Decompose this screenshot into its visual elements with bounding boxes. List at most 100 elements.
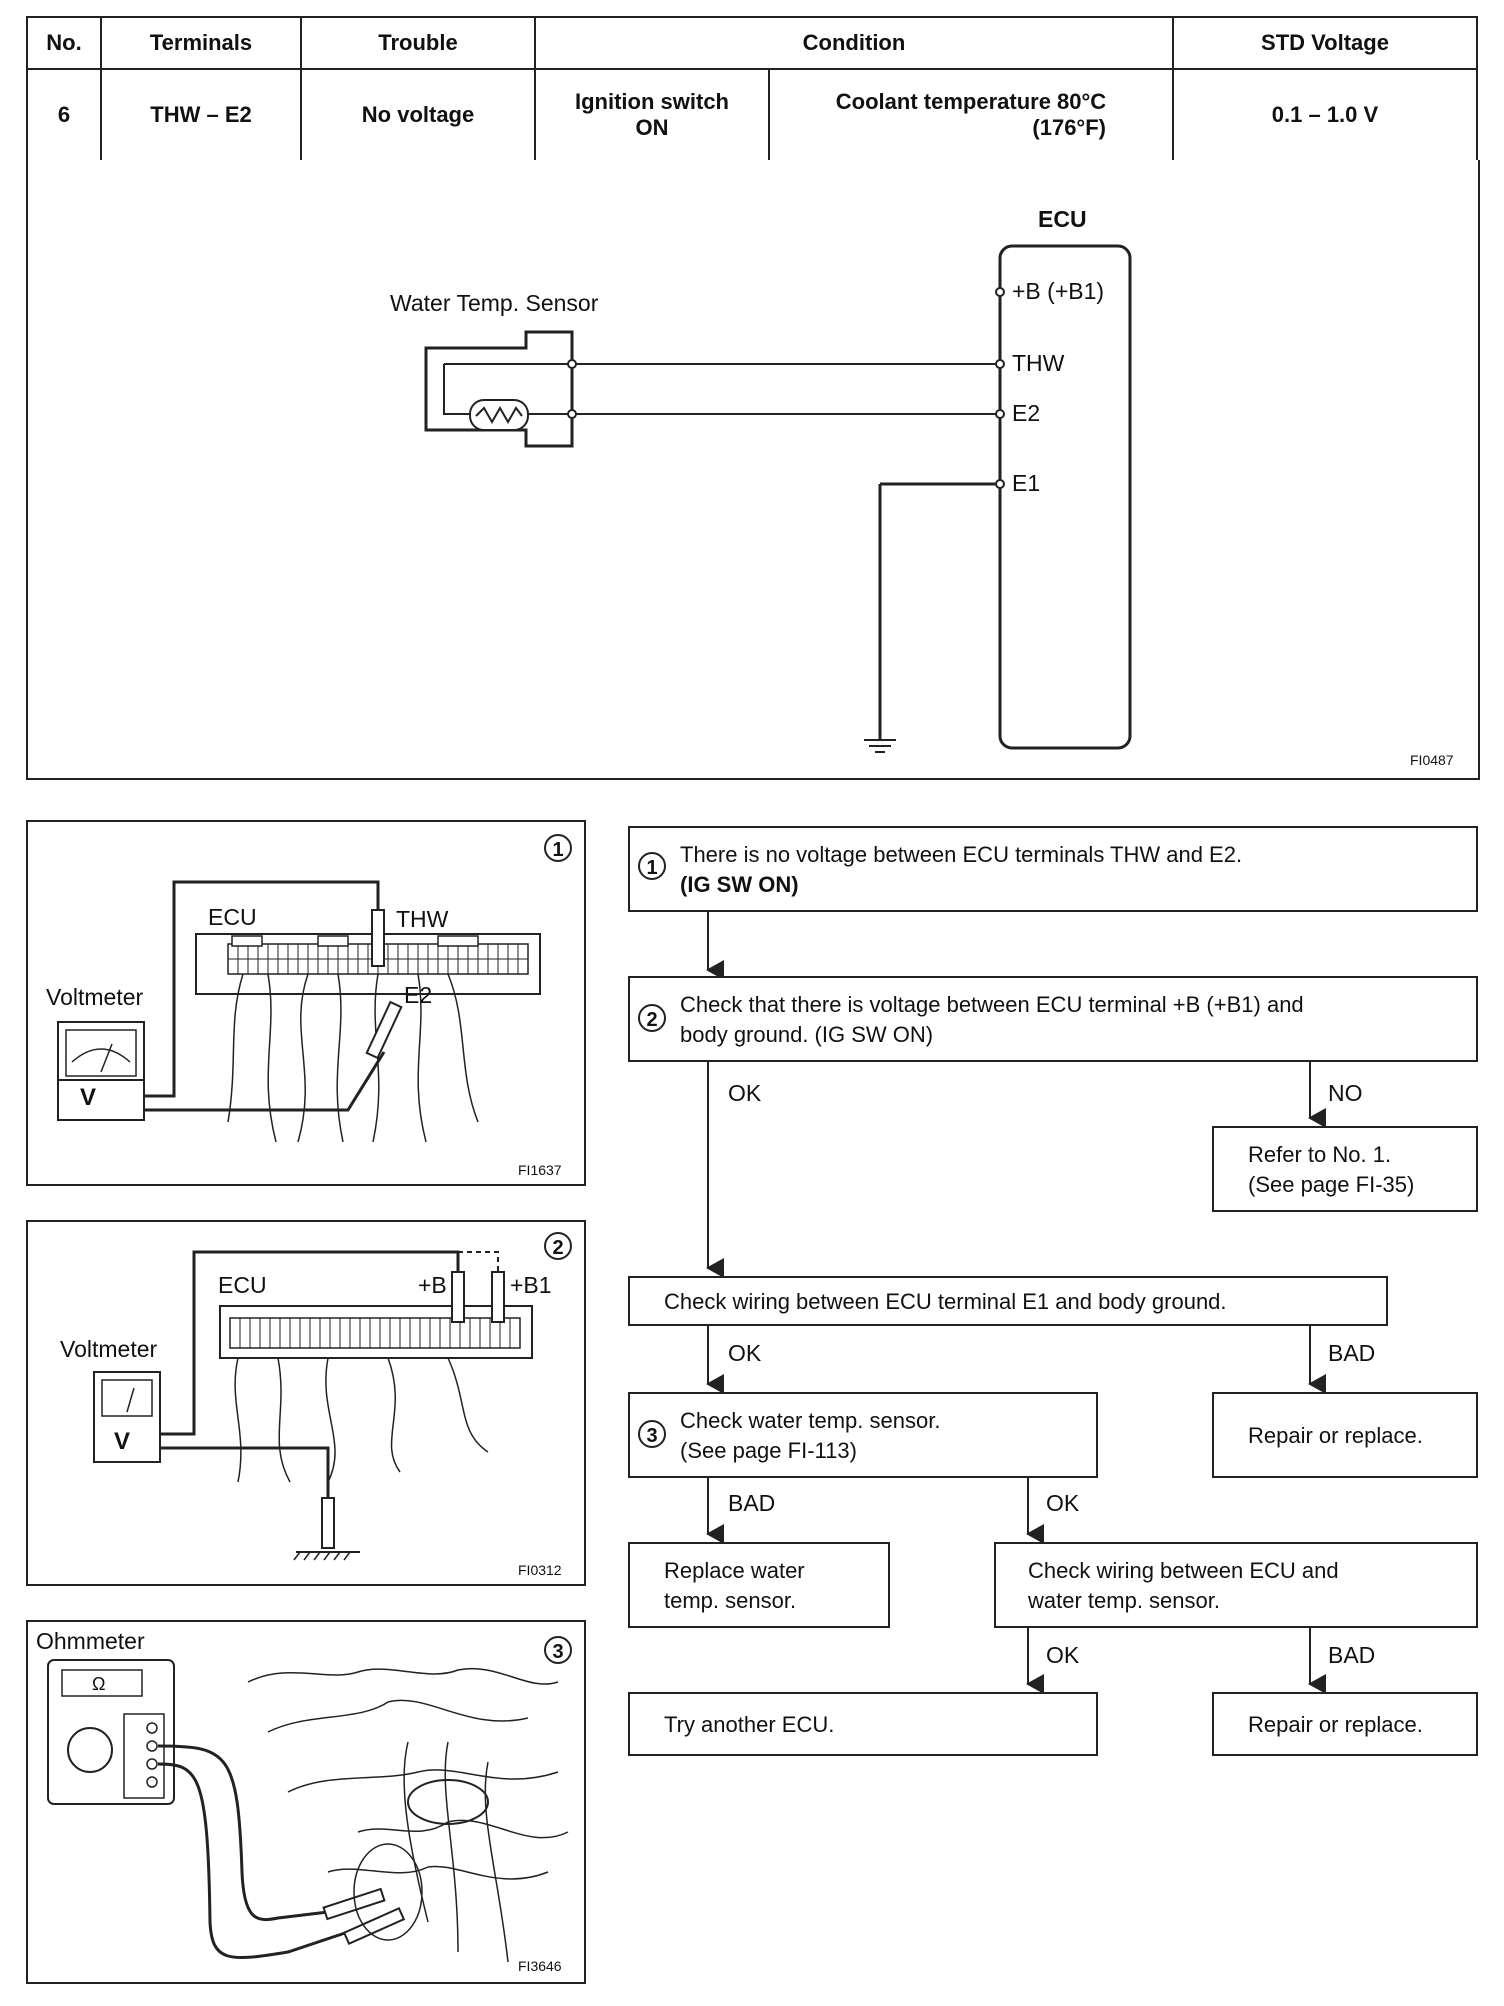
- circuit-diagram: [424, 244, 1132, 753]
- ecu-label: ECU: [1038, 206, 1087, 232]
- sensor-dot-1: [567, 359, 577, 369]
- terminal-dot-b: [995, 287, 1005, 297]
- ohmmeter-body: [47, 1659, 175, 1805]
- row-no: 6: [26, 68, 102, 162]
- engine-sketch: [247, 1667, 569, 1880]
- fig1-thw-label: THW: [396, 906, 449, 932]
- row-trouble: No voltage: [300, 68, 536, 162]
- condition-coolant-line2: (176°F): [1032, 115, 1106, 140]
- replace-sensor-box: Replace water temp. sensor.: [628, 1542, 890, 1628]
- header-condition: Condition: [534, 16, 1174, 70]
- fig2-b1-label: +B1: [510, 1272, 552, 1298]
- circuit-diagram-panel: ECU Water Temp. Sensor +B (+B1) THW E2 E…: [26, 160, 1480, 780]
- figure-1-number-badge: 1: [544, 834, 572, 862]
- ok-label-3: OK: [1046, 1490, 1080, 1516]
- fig2-code: FI0312: [518, 1562, 562, 1578]
- row-std-voltage: 0.1 – 1.0 V: [1172, 68, 1478, 162]
- voltmeter-body: [93, 1371, 161, 1463]
- sensor-dot-2: [567, 409, 577, 419]
- step2-line2: body ground. (IG SW ON): [680, 1022, 934, 1047]
- no-label-1: NO: [1328, 1080, 1363, 1106]
- fig2-b-label: +B: [418, 1272, 447, 1298]
- sensor-body: [424, 330, 574, 448]
- ok-label-2: OK: [728, 1340, 762, 1366]
- step1-box: 1 There is no voltage between ECU termin…: [628, 826, 1478, 912]
- step1-line1: There is no voltage between ECU terminal…: [680, 842, 1243, 867]
- ecu-box: [998, 244, 1132, 750]
- thermistor-zigzag: [475, 405, 523, 425]
- step1-line2: (IG SW ON): [680, 872, 799, 897]
- figure-2-number-badge: 2: [544, 1232, 572, 1260]
- condition-switch-line1: Ignition switch: [575, 89, 729, 114]
- repair-box-1: Repair or replace.: [1212, 1392, 1478, 1478]
- fig2-meter-label: Voltmeter: [60, 1336, 158, 1362]
- fig1-ecu-label: ECU: [208, 904, 257, 930]
- repair-text-2: Repair or replace.: [1248, 1712, 1423, 1737]
- figure-1-illustration: [57, 880, 541, 1143]
- header-std-voltage: STD Voltage: [1172, 16, 1478, 70]
- ohm-symbol: Ω: [92, 1674, 106, 1694]
- step3-number: 3: [638, 1420, 666, 1448]
- terminal-dot-e1: [995, 479, 1005, 489]
- step2-line1: Check that there is voltage between ECU …: [680, 992, 1304, 1017]
- ecu-connector: [195, 933, 541, 995]
- replace-line1: Replace water: [664, 1558, 805, 1583]
- header-terminals: Terminals: [100, 16, 302, 70]
- repair-box-2: Repair or replace.: [1212, 1692, 1478, 1756]
- ok-label-1: OK: [728, 1080, 762, 1106]
- terminal-label-e1: E1: [1012, 470, 1041, 496]
- sensor-label: Water Temp. Sensor: [390, 290, 599, 316]
- bad-label-2: BAD: [728, 1490, 776, 1516]
- probe-ground: [321, 1497, 335, 1549]
- ground-symbol: [864, 739, 896, 753]
- ecu-connector: [219, 1305, 533, 1359]
- replace-line2: temp. sensor.: [664, 1588, 797, 1613]
- check-e1-text: Check wiring between ECU terminal E1 and…: [664, 1289, 1227, 1314]
- sensor-inner: [443, 363, 572, 415]
- figure-1-panel: 1 ECU THW E2 Voltmeter V FI1637: [26, 820, 586, 1186]
- probe-e2: [365, 1000, 403, 1060]
- probe-b-lead: [160, 1250, 460, 1436]
- terminal-dot-e2: [995, 409, 1005, 419]
- fig1-code: FI1637: [518, 1162, 562, 1178]
- ohmmeter-lead-2: [157, 1762, 349, 1959]
- terminal-label-thw: THW: [1012, 350, 1065, 376]
- refer-line2: (See page FI-35): [1248, 1172, 1415, 1197]
- figure-3-illustration: [47, 1659, 569, 1963]
- refer-line1: Refer to No. 1.: [1248, 1142, 1392, 1167]
- refer-box: Refer to No. 1. (See page FI-35): [1212, 1126, 1478, 1212]
- figure-3-panel: Ohmmeter Ω 3 FI3646: [26, 1620, 586, 1984]
- terminal-label-b: +B (+B1): [1012, 278, 1105, 304]
- step3-line2: (See page FI-113): [680, 1438, 857, 1463]
- probe-b1: [491, 1271, 505, 1323]
- fig3-code: FI3646: [518, 1958, 562, 1974]
- step3-box: 3 Check water temp. sensor. (See page FI…: [628, 1392, 1098, 1478]
- fig1-v-label: V: [80, 1084, 97, 1111]
- figure-3-number-badge: 3: [544, 1636, 572, 1664]
- fig2-ecu-label: ECU: [218, 1272, 267, 1298]
- header-no: No.: [26, 16, 102, 70]
- ohmmeter-lead-1: [157, 1744, 329, 1922]
- check-wiring-line1: Check wiring between ECU and: [1028, 1558, 1339, 1583]
- figure-2-number: 2: [544, 1232, 572, 1260]
- try-ecu-box: Try another ECU.: [628, 1692, 1098, 1756]
- row-terminals: THW – E2: [100, 68, 302, 162]
- probe-e2-lead: [144, 1051, 386, 1112]
- repair-text-1: Repair or replace.: [1248, 1423, 1423, 1448]
- header-trouble: Trouble: [300, 16, 536, 70]
- figure-2-illustration: [93, 1250, 533, 1561]
- fig1-e2-label: E2: [404, 982, 433, 1008]
- condition-switch-line2: ON: [635, 115, 669, 140]
- probe-b: [451, 1271, 465, 1323]
- fig2-v-label: V: [114, 1428, 131, 1455]
- probe-thw-lead: [144, 880, 380, 1098]
- circuit-figure-code: FI0487: [1410, 752, 1454, 768]
- check-wiring-line2: water temp. sensor.: [1028, 1588, 1220, 1613]
- bad-label-1: BAD: [1328, 1340, 1376, 1366]
- probe-ground-lead: [160, 1446, 330, 1500]
- voltmeter-face: [65, 1029, 137, 1077]
- condition-coolant-line1: Coolant temperature 80°C: [835, 89, 1107, 114]
- bad-label-3: BAD: [1328, 1642, 1376, 1668]
- check-e1-box: Check wiring between ECU terminal E1 and…: [628, 1276, 1388, 1326]
